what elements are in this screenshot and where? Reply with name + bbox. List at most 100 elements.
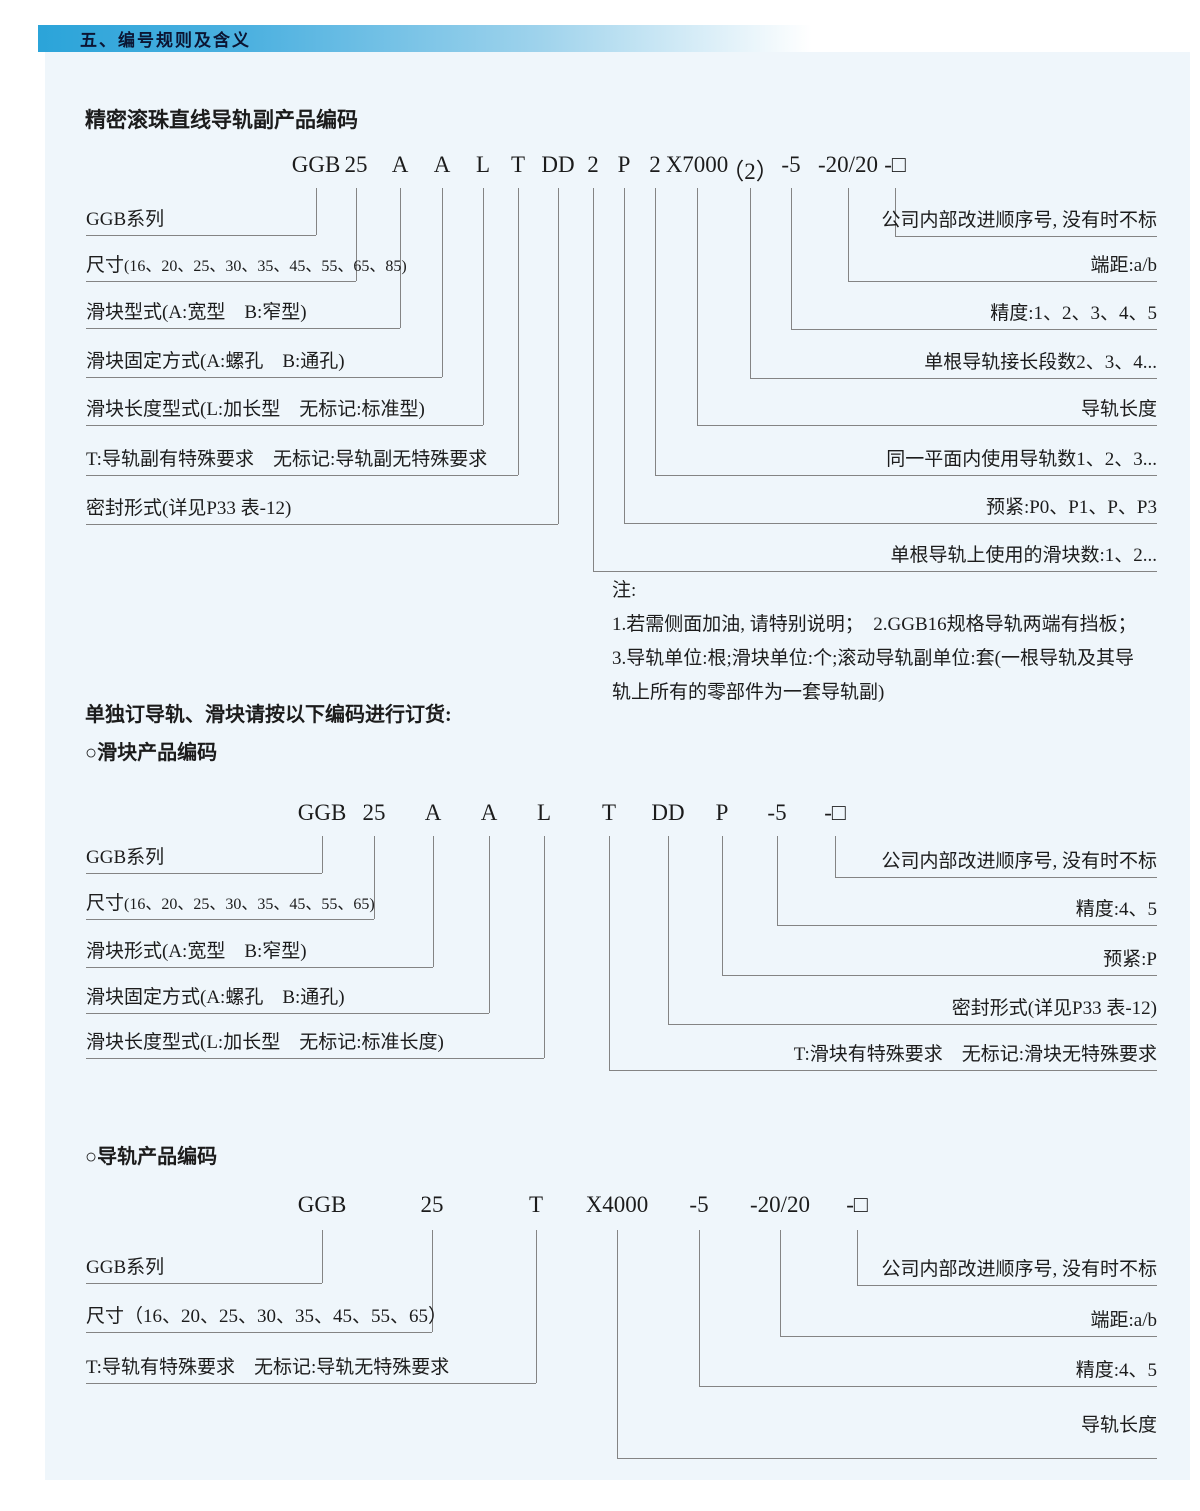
connector-vline xyxy=(777,836,778,925)
code-token: 2 xyxy=(649,152,661,177)
code-token: A xyxy=(391,152,409,177)
connector-vline xyxy=(895,188,896,236)
label-sizes: (16、20、25、30、35、45、55、65、85) xyxy=(124,258,407,275)
connector-vline xyxy=(699,1230,700,1386)
connector-hline xyxy=(750,378,1157,379)
code-token: A xyxy=(433,152,451,177)
code-token: X4000 xyxy=(585,1192,649,1217)
label-text: 尺寸 xyxy=(86,255,125,276)
code-token: -□ xyxy=(846,1192,868,1217)
code-token: -5 xyxy=(689,1192,709,1217)
code-token: -20/20 xyxy=(749,1192,811,1217)
code-token: -5 xyxy=(781,152,801,177)
code-token: -□ xyxy=(884,152,906,177)
diagram-label: GGB系列 xyxy=(86,1257,165,1278)
connector-hline xyxy=(86,873,322,874)
connector-hline xyxy=(86,1013,489,1014)
connector-hline xyxy=(777,925,1157,926)
diagram-label: 尺寸(16、20、25、30、35、45、55、65、85) xyxy=(86,252,407,280)
connector-hline xyxy=(86,1058,544,1059)
label-sizes: (16、20、25、30、35、45、55、65) xyxy=(124,896,375,913)
diagram-label: 导轨长度 xyxy=(1080,1415,1157,1436)
connector-vline xyxy=(835,836,836,877)
section-header-bar: 五、编号规则及含义 xyxy=(38,25,1005,52)
connector-hline xyxy=(593,571,1157,572)
diagram-label: T:滑块有特殊要求 无标记:滑块无特殊要求 xyxy=(793,1044,1157,1065)
diagram-label: T:导轨有特殊要求 无标记:导轨无特殊要求 xyxy=(86,1357,450,1378)
rail-code-heading: ○导轨产品编码 xyxy=(85,1146,218,1168)
connector-hline xyxy=(835,877,1157,878)
page-title: 精密滚珠直线导轨副产品编码 xyxy=(85,108,358,132)
connector-hline xyxy=(86,1283,322,1284)
diagram-label: 密封形式(详见P33 表-12) xyxy=(86,498,292,519)
diagram-label: 精度:4、5 xyxy=(1075,1360,1157,1381)
connector-hline xyxy=(848,281,1157,282)
diagram-label: 密封形式(详见P33 表-12) xyxy=(951,998,1157,1019)
diagram-label: 精度:1、2、3、4、5 xyxy=(990,303,1157,324)
code-token: 25 xyxy=(420,1192,444,1217)
connector-hline xyxy=(86,475,518,476)
connector-vline xyxy=(433,836,434,967)
diagram-label: 滑块型式(A:宽型 B:窄型) xyxy=(86,302,307,323)
note-line: 1.若需侧面加油, 请特别说明； 2.GGB16规格导轨两端有挡板； xyxy=(612,614,1137,635)
note-line: 注: xyxy=(612,580,637,601)
connector-vline xyxy=(432,1230,433,1332)
diagram-label: 滑块固定方式(A:螺孔 B:通孔) xyxy=(86,987,345,1008)
connector-vline xyxy=(322,836,323,873)
connector-vline xyxy=(544,836,545,1058)
connector-vline xyxy=(617,1230,618,1458)
connector-hline xyxy=(86,425,483,426)
connector-hline xyxy=(86,1383,536,1384)
connector-vline xyxy=(697,188,698,425)
connector-hline xyxy=(86,377,442,378)
connector-hline xyxy=(86,235,316,236)
connector-vline xyxy=(750,188,751,378)
connector-vline xyxy=(624,188,625,523)
connector-vline xyxy=(668,836,669,1024)
section-header-title: 五、编号规则及含义 xyxy=(80,31,251,50)
connector-hline xyxy=(86,524,558,525)
code-token: -20/20 xyxy=(817,152,879,177)
diagram-label: 预紧:P0、P1、P、P3 xyxy=(985,497,1157,518)
code-token: （2） xyxy=(721,159,779,184)
connector-hline xyxy=(86,328,400,329)
connector-vline xyxy=(322,1230,323,1283)
connector-vline xyxy=(848,188,849,281)
connector-vline xyxy=(518,188,519,475)
connector-vline xyxy=(655,188,656,475)
diagram-label: 同一平面内使用导轨数1、2、3... xyxy=(886,449,1157,470)
connector-vline xyxy=(593,188,594,571)
diagram-label: T:导轨副有特殊要求 无标记:导轨副无特殊要求 xyxy=(86,449,488,470)
connector-vline xyxy=(442,188,443,377)
connector-hline xyxy=(857,1285,1157,1286)
code-token: GGB xyxy=(291,152,341,177)
diagram-label: 预紧:P xyxy=(1103,949,1157,970)
diagram-label: 滑块长度型式(L:加长型 无标记:标准型) xyxy=(86,399,425,420)
code-token: A xyxy=(480,800,498,825)
connector-vline xyxy=(356,188,357,281)
code-token: DD xyxy=(541,152,575,177)
connector-hline xyxy=(86,1332,432,1333)
diagram-label: 精度:4、5 xyxy=(1075,899,1157,920)
code-token: DD xyxy=(651,800,685,825)
diagram-label: 公司内部改进顺序号, 没有时不标 xyxy=(881,1259,1157,1280)
code-token: T xyxy=(510,152,526,177)
code-token: L xyxy=(536,800,552,825)
connector-hline xyxy=(617,1458,1157,1459)
connector-hline xyxy=(609,1070,1157,1071)
connector-vline xyxy=(791,188,792,329)
connector-hline xyxy=(697,425,1157,426)
diagram-label: 尺寸（16、20、25、30、35、45、55、65） xyxy=(86,1306,448,1327)
slider-code-heading: ○滑块产品编码 xyxy=(85,742,218,764)
connector-vline xyxy=(489,836,490,1013)
connector-hline xyxy=(86,967,433,968)
code-token: 25 xyxy=(362,800,386,825)
connector-hline xyxy=(791,329,1157,330)
code-token: T xyxy=(601,800,617,825)
diagram-label: 滑块形式(A:宽型 B:窄型) xyxy=(86,941,307,962)
connector-vline xyxy=(558,188,559,524)
code-token: P xyxy=(617,152,631,177)
note-line: 轨上所有的零部件为一套导轨副) xyxy=(612,682,885,703)
connector-vline xyxy=(609,836,610,1070)
